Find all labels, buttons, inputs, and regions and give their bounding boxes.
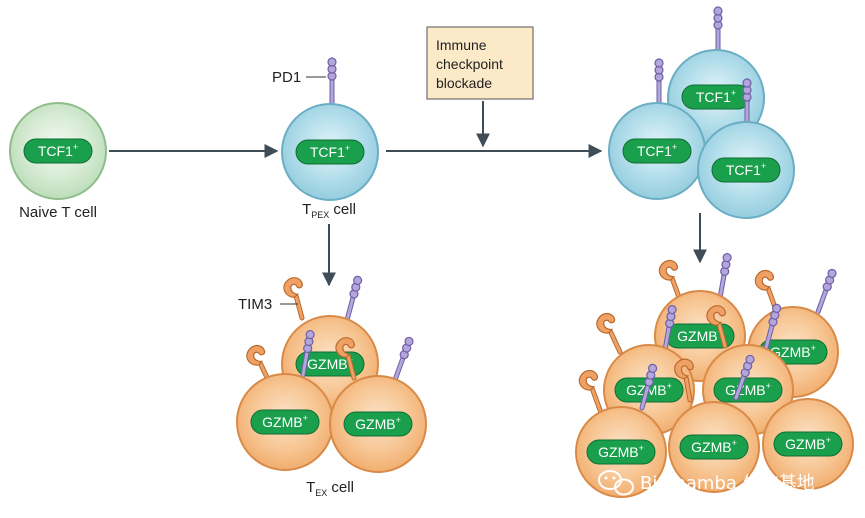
svg-text:GZMB+: GZMB+ <box>677 327 723 344</box>
tex-cell-label: TEX cell <box>306 479 354 498</box>
expanded-tpex-cluster: TCF1+ TCF1+ TCF1+ <box>608 7 795 219</box>
svg-text:GZMB+: GZMB+ <box>598 443 644 460</box>
wechat-icon <box>598 470 634 496</box>
svg-text:GZMB+: GZMB+ <box>725 381 771 398</box>
pd1-label: PD1 <box>272 69 301 86</box>
svg-text:TCF1+: TCF1+ <box>696 88 736 105</box>
svg-text:TCF1+: TCF1+ <box>637 142 677 159</box>
checkpoint-line-3: blockade <box>436 75 492 91</box>
pd1-receptor <box>814 268 837 313</box>
svg-text:GZMB+: GZMB+ <box>785 435 831 452</box>
svg-text:TCF1+: TCF1+ <box>726 161 766 178</box>
svg-text:GZMB+: GZMB+ <box>770 343 816 360</box>
tpex-nucleus-label: TCF1+ <box>310 143 350 160</box>
tex-cell-cluster: GZMB+ GZMB+ GZMB+ <box>236 275 427 473</box>
svg-text:GZMB+: GZMB+ <box>262 413 308 430</box>
pd1-receptor <box>716 253 732 299</box>
naive-t-cell-label: Naive T cell <box>19 204 97 221</box>
pd1-receptor <box>343 275 362 321</box>
tpex-cell-label: TPEX cell <box>302 201 356 220</box>
pd1-receptor <box>655 59 663 104</box>
tim3-receptor <box>282 276 311 321</box>
svg-text:GZMB+: GZMB+ <box>691 438 737 455</box>
naive-t-cell: TCF1+ <box>9 102 107 200</box>
pd1-receptor <box>714 7 722 52</box>
watermark-text: Biomamba 生信基地 <box>640 473 815 494</box>
svg-text:GZMB+: GZMB+ <box>355 415 401 432</box>
checkpoint-line-1: Immune <box>436 37 487 53</box>
pd1-receptor <box>391 336 414 381</box>
tpex-cell: TCF1+ <box>281 58 379 201</box>
checkpoint-blockade-box: Immune checkpoint blockade <box>426 26 534 100</box>
tim3-label: TIM3 <box>238 296 272 313</box>
pd1-receptor <box>328 58 336 103</box>
naive-nucleus-label: TCF1+ <box>38 142 78 159</box>
watermark: Biomamba 生信基地 <box>598 470 815 496</box>
effector-cell-cluster: GZMB+ GZMB+ GZMB+ GZMB+ GZMB+ GZMB+ GZMB… <box>576 253 854 498</box>
checkpoint-line-2: checkpoint <box>436 56 503 72</box>
tim3-receptor <box>594 311 629 356</box>
